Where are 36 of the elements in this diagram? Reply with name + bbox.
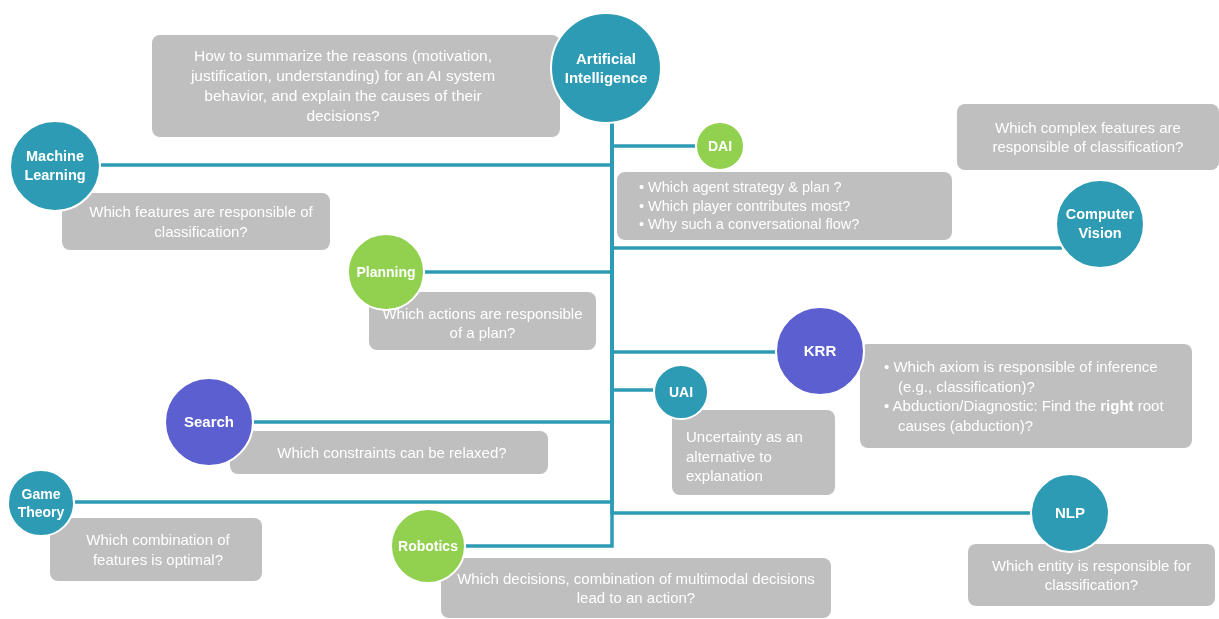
question-text: Which features are responsible of classification? xyxy=(88,202,314,241)
topic-label: KRR xyxy=(802,341,838,361)
topic-label: Artificial Intelligence xyxy=(563,48,649,88)
question-box xyxy=(968,544,1215,606)
topic-label: Robotics xyxy=(397,536,459,556)
question-box xyxy=(617,172,952,240)
topic-label: DAI xyxy=(706,136,734,156)
question-text: Uncertainty as an alternative to explanation xyxy=(686,427,804,486)
topic-label: UAI xyxy=(667,382,695,402)
question-text: Which entity is responsible for classification? xyxy=(990,555,1193,595)
question-text: Which constraints can be relaxed? xyxy=(276,442,508,463)
topic-label: Machine Learning xyxy=(23,147,87,185)
question-box xyxy=(230,431,548,474)
question-box xyxy=(672,410,835,495)
question-box xyxy=(50,518,262,581)
topic-label: Search xyxy=(182,412,235,432)
question-text: • Why such a conversational flow? xyxy=(639,215,861,235)
question-box xyxy=(441,558,831,618)
question-box xyxy=(62,193,330,250)
question-box xyxy=(152,35,560,137)
question-text: • Which player contributes most? xyxy=(639,196,852,216)
question-text: • Abduction/Diagnostic: Find the right root causes (abduction)? xyxy=(884,396,1165,435)
question-text: Which combination of features is optimal? xyxy=(85,530,231,569)
question-text: How to summarize the reasons (motivation, justification, understanding) for an AI system behavior, and explain the causes of their decisions? xyxy=(189,45,497,127)
question-box xyxy=(369,292,596,350)
question-text: Which decisions, combination of multimodal decisions lead to an action? xyxy=(456,568,816,608)
topic-label: Game Theory xyxy=(16,484,66,522)
question-text: • Which agent strategy & plan ? xyxy=(639,177,843,197)
question-box xyxy=(860,344,1192,448)
question-text: Which complex features are responsible of classification? xyxy=(991,117,1185,157)
topic-label: Planning xyxy=(355,262,417,282)
topic-label: Computer Vision xyxy=(1064,205,1136,243)
question-text: • Which axiom is responsible of inference (e.g., classification)? xyxy=(884,357,1159,396)
topic-label: NLP xyxy=(1054,503,1086,523)
question-box xyxy=(957,104,1219,170)
question-text: Which actions are responsible of a plan? xyxy=(381,303,584,343)
